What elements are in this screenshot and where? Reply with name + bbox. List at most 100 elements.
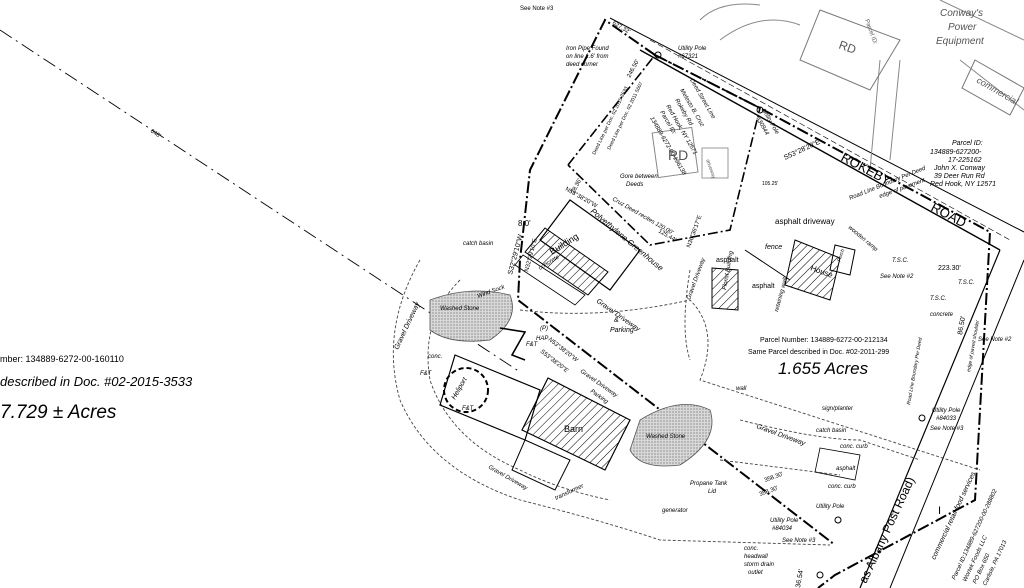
label-p-a: (P) [540, 326, 548, 332]
label-gravel-driveway-low: Gravel Driveway [755, 423, 806, 447]
label-iron-pipe-1: Iron Pipe Found [566, 46, 609, 52]
label-commercial: commercial [975, 75, 1021, 107]
heliport-fence [499, 327, 527, 361]
label-road: ROAD [929, 199, 969, 230]
label-cp-addr2: Red Hook, NY 12571 [930, 181, 996, 188]
label-dist-86: 86.50' [957, 316, 967, 336]
commercial-box [961, 59, 1024, 116]
label-propane-2: Lid [708, 489, 717, 495]
conway-property [699, 0, 1024, 171]
building-hatch [524, 227, 609, 296]
label-utility-pole-c: Utility Pole [932, 408, 961, 414]
barn [521, 377, 631, 471]
label-heliport: Heliport [451, 376, 470, 401]
label-iron-pipe-3: deed corner [566, 62, 599, 68]
greenhouse [539, 199, 641, 291]
label-wall: wall [736, 386, 747, 392]
label-parking: Parking [610, 327, 634, 334]
label-conc-headwall-4: outlet [748, 570, 763, 576]
label-fence: fence [765, 244, 782, 251]
label-road-line-right: Road Line Boundary Per Deed [906, 337, 924, 405]
washed-stone-left [429, 290, 513, 342]
text-cursor-glyph: I [938, 505, 941, 517]
label-conways-1: Conway's [940, 8, 983, 19]
label-porch: Porch [836, 248, 846, 263]
driveway-small [701, 147, 729, 179]
label-dist-646: 646' [149, 129, 162, 140]
label-concrete-pad: conc. [428, 354, 442, 360]
label-acres-main: 1.655 Acres [778, 359, 869, 378]
label-ft-1: F&T [420, 371, 433, 377]
label-dist-223: 223.30' [938, 265, 961, 272]
label-rd-center: RD [668, 147, 688, 163]
label-conc-curb-2: conc. curb [828, 484, 856, 490]
label-transformer: transformer [554, 483, 585, 502]
label-conways-2: Power [948, 22, 977, 33]
label-gravel-driveway-left: Gravel Driveway [393, 301, 421, 351]
label-see-note-2a: See Note #2 [880, 274, 914, 280]
label-dist-8: 8.0' [518, 219, 531, 228]
label-greenhouse: Polyethylene Greenhouse [589, 207, 666, 273]
label-conc-headwall-1: conc. [744, 546, 758, 552]
label-ft-3: F&T [526, 342, 539, 348]
barn-shed [511, 439, 571, 491]
label-cp-owner: John X. Conway [933, 165, 985, 172]
porch [829, 244, 856, 276]
label-catch-basin-right: catch basin [816, 428, 847, 434]
main-parcel-boundary [654, 54, 992, 588]
label-dist-36: 36.54' [795, 569, 805, 588]
label-gravel-driveway-bottom: Gravel Driveway [487, 465, 529, 493]
florist-building [711, 267, 739, 311]
label-acres-left: 7.729 ± Acres [0, 402, 117, 423]
label-catch-basin-left: catch basin [463, 241, 494, 247]
albany-post-road-edge [859, 249, 1001, 588]
label-driveway-small: driveway [704, 159, 717, 180]
label-cp-parcel-no2: 17-225162 [948, 157, 982, 164]
label-same-parcel: Same Parcel described in Doc. #02-2011-2… [748, 349, 889, 356]
cruz-parcel [567, 53, 761, 246]
label-dist-358a: 358.30' [764, 472, 784, 484]
label-concrete-right: concrete [930, 312, 954, 318]
label-cp-addr1: 39 Deer Run Rd [934, 173, 986, 180]
rd-building-top [799, 9, 901, 91]
label-utility-pole-a: Utility Pole [678, 46, 707, 52]
label-gravel-driveway-mid: Gravel Driveway [686, 256, 707, 300]
label-tsc-2: T.S.C. [958, 280, 974, 286]
label-rd-top: RD [837, 38, 858, 57]
label-gore-2: Deeds [626, 182, 643, 188]
label-conc-headwall-2: headwall [744, 554, 768, 560]
label-n36: N36°36'17"E [686, 215, 703, 249]
label-utility-pole-d: Utility Pole [816, 504, 845, 510]
label-iron-pipe-2: on line 1.6' from [566, 54, 609, 60]
west-boundary [516, 18, 836, 546]
albany-post-road-edge2 [889, 259, 1024, 588]
label-parcel-number-left: mber: 134889-6272-00-160110 [0, 354, 124, 364]
label-utility-pole-a-no: #67321 [678, 54, 698, 60]
label-see-note-2b: See Note #2 [978, 337, 1012, 343]
label-washed-stone-right: Washed Stone [646, 434, 686, 440]
label-conways-3: Equipment [936, 36, 985, 47]
label-cp-parcel: Parcel ID: [952, 140, 983, 147]
house-building [784, 239, 841, 301]
label-parcel-top: Parcel ID: [863, 19, 878, 46]
label-asphalt-low: asphalt [836, 466, 856, 472]
label-parcel-number-main: Parcel Number: 134889-6272-00-212134 [760, 337, 888, 344]
label-see-note-3-top: See Note #3 [520, 6, 554, 12]
label-utility-pole-d-no: #84034 [772, 526, 793, 532]
label-utility-pole-e: Utility Pole [770, 518, 799, 524]
label-asphalt-mid: asphalt [752, 283, 775, 290]
label-tsc-1: T.S.C. [892, 258, 908, 264]
label-dist-105: 105.25' [762, 181, 778, 187]
rd-center-building [651, 126, 699, 179]
label-bearing-s53-top: S53°28'20"E [782, 138, 821, 162]
washed-stone-right [629, 404, 713, 467]
label-described-left: described in Doc. #02-2015-3533 [0, 374, 193, 389]
asphalt-lower [814, 447, 861, 481]
label-propane-1: Propane Tank [690, 481, 728, 487]
label-cp-parcel-no: 134889-627200- [930, 149, 982, 156]
label-retaining-wall: retaining wall [774, 276, 789, 312]
label-washed-stone-left: Washed Stone [440, 306, 480, 312]
label-conc-headwall-3: storm drain [744, 562, 775, 568]
rokeby-road [609, 17, 1024, 251]
